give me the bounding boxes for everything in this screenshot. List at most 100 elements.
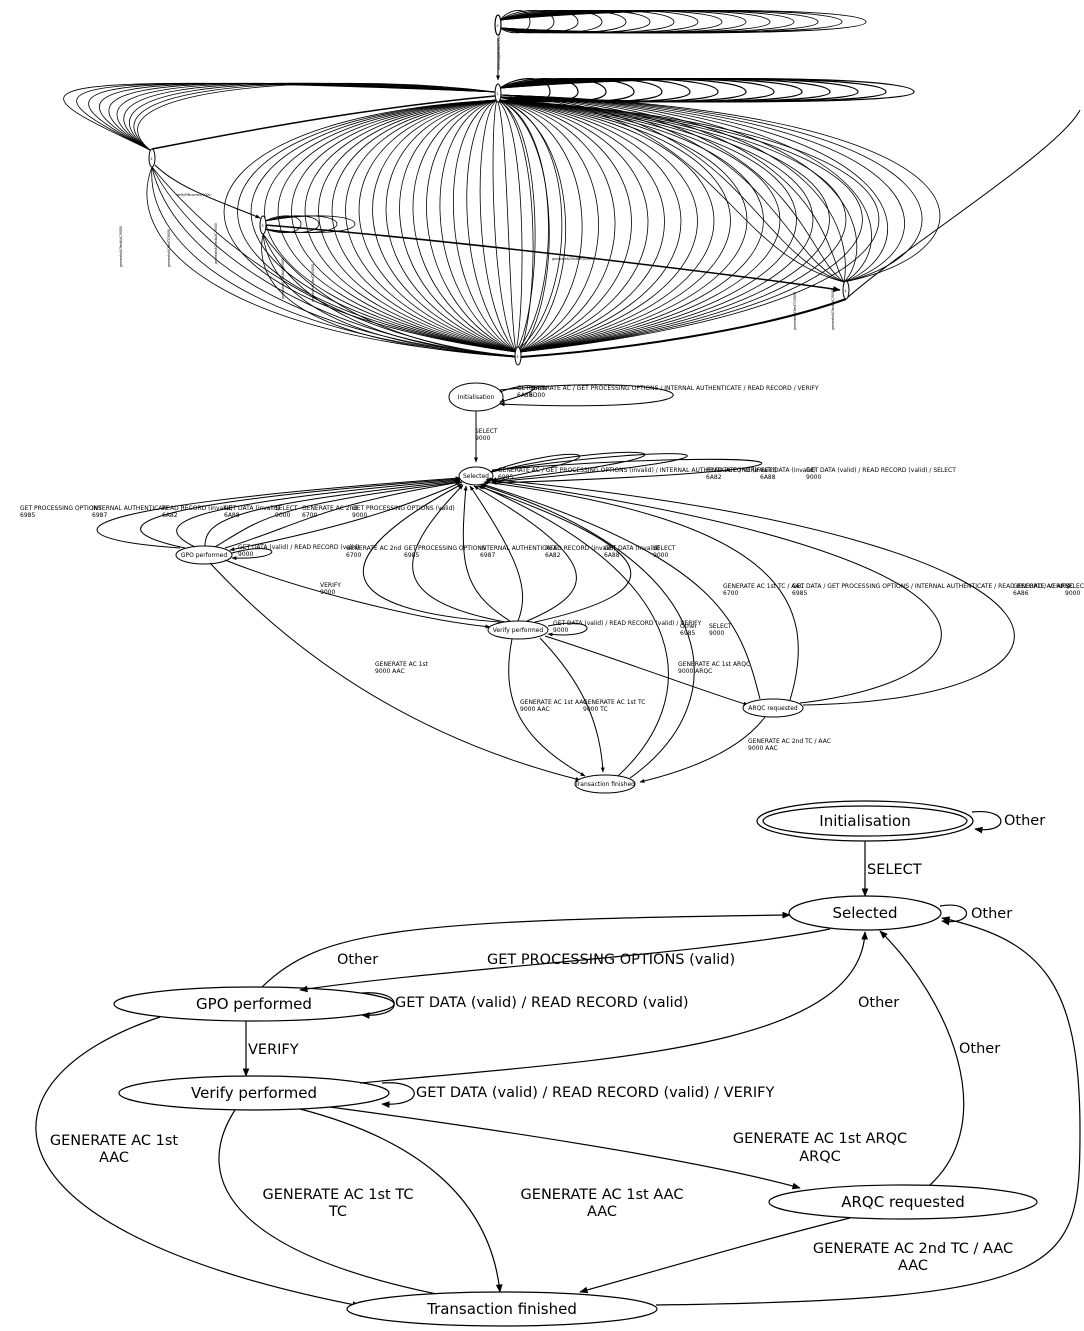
raw-edge	[262, 233, 516, 358]
mid-edge	[204, 479, 461, 547]
mid-edge-label: GET DATA / GET PROCESSING OPTIONS / INTE…	[792, 583, 1069, 597]
mid-state-label: Transaction finished	[574, 781, 635, 788]
raw-edge	[498, 99, 880, 353]
raw-edge	[499, 94, 905, 283]
abs-edge	[359, 931, 869, 1084]
mid-edge-label: GET DATA (valid) / READ RECORD (valid) /…	[806, 467, 956, 481]
abs-edge-label: AAC	[898, 1258, 928, 1274]
mid-edge-label: GET PROCESSING OPTIONS (valid)9000	[352, 505, 455, 519]
raw-edge	[151, 166, 516, 357]
raw-self-loop	[264, 215, 356, 233]
raw-edge	[496, 99, 517, 353]
mid-edge	[140, 477, 461, 549]
mid-state-label: GPO performed	[181, 552, 228, 559]
raw-edge	[498, 99, 715, 353]
raw-edge	[358, 99, 517, 353]
raw-node-3	[259, 215, 267, 235]
mid-edge	[481, 483, 761, 700]
raw-edge	[116, 82, 497, 151]
raw-edge	[498, 99, 764, 353]
mid-node-transaction-finished	[574, 774, 636, 794]
abs-edge-label: GET PROCESSING OPTIONS (valid)	[487, 952, 735, 968]
raw-edge-label: generateACfirstAAC/9000	[831, 289, 835, 330]
mid-node-selected	[458, 466, 494, 486]
mid-edge	[486, 477, 1015, 706]
mid-edge	[231, 548, 273, 561]
abs-node-initialisation	[762, 805, 968, 837]
abs-edge-label: TC	[328, 1204, 347, 1220]
abs-state-label: Selected	[832, 904, 897, 922]
raw-node-5	[514, 346, 522, 366]
mid-edge	[544, 635, 749, 706]
raw-edge-label: generateACfirstAAC/9000	[119, 226, 123, 267]
raw-node-2	[148, 148, 156, 168]
raw-node-4	[842, 280, 850, 300]
mid-edge-label: READ RECORD (invalid)6A82	[545, 545, 616, 559]
raw-edge	[496, 99, 549, 353]
raw-edge	[146, 166, 516, 357]
abs-node-verify-performed	[118, 1075, 390, 1111]
raw-edge	[262, 233, 516, 358]
raw-edge	[499, 94, 845, 283]
raw-node-label: 1	[497, 92, 499, 96]
mid-edge-label: GET DATA (invalid)6A88	[760, 467, 816, 481]
mid-edge	[499, 384, 674, 407]
mid-edge	[209, 562, 581, 781]
raw-self-loop	[499, 10, 555, 34]
raw-self-loop	[499, 10, 867, 34]
abs-edge	[218, 1109, 481, 1305]
mid-edge	[508, 638, 586, 777]
mid-state-label: Initialisation	[458, 394, 495, 401]
abs-edge-label: GET DATA (valid) / READ RECORD (valid)	[395, 995, 689, 1011]
raw-edge	[498, 99, 665, 353]
mid-edge	[469, 485, 524, 622]
mid-edge	[480, 484, 695, 779]
abs-edge-label: Other	[337, 952, 378, 968]
abs-edge-label: GENERATE AC 1st ARQC	[733, 1131, 907, 1147]
mid-state-label: Verify performed	[493, 627, 544, 634]
raw-edge	[151, 166, 516, 357]
raw-edge	[123, 82, 497, 151]
raw-edge-label: generateACfirstARQC/9000	[552, 257, 595, 261]
raw-edge-label: selectApplication/9000	[497, 34, 501, 70]
mid-edge	[473, 485, 577, 622]
mid-state-label: Selected	[463, 473, 489, 480]
raw-edge	[250, 99, 517, 353]
raw-edge	[496, 99, 523, 353]
mid-edge-label: GET DATA (invalid)6A88	[604, 545, 660, 559]
abs-edge	[361, 992, 395, 1019]
raw-edge	[498, 99, 649, 353]
mid-edge	[96, 476, 461, 549]
raw-edge	[496, 99, 563, 353]
raw-edge	[498, 99, 682, 353]
raw-edge	[264, 99, 517, 353]
mid-edge	[547, 622, 588, 637]
raw-edge	[499, 94, 872, 283]
raw-edge	[499, 94, 941, 283]
abs-edge	[939, 904, 968, 926]
raw-edge	[498, 99, 616, 353]
mid-edge	[462, 485, 511, 622]
raw-edge	[499, 94, 845, 283]
raw-node-label: 5	[517, 355, 519, 359]
mid-edge	[176, 478, 461, 548]
mid-edge	[224, 559, 491, 629]
raw-node-label: 0	[497, 24, 499, 28]
raw-node-label: 2	[151, 157, 153, 161]
raw-edge	[466, 99, 517, 353]
abs-edge-label: GENERATE AC 1st AAC	[521, 1187, 684, 1203]
raw-edge-label: generateACfirstTC/9000	[793, 292, 797, 330]
raw-edge	[498, 99, 567, 353]
abs-edge	[381, 1082, 415, 1108]
raw-edge	[498, 99, 847, 353]
